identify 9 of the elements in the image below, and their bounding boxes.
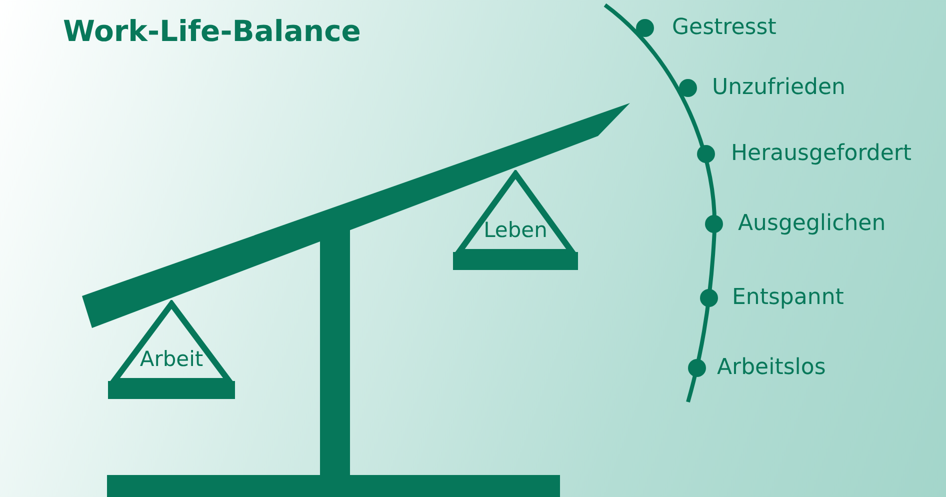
scale-label: Entspannt — [732, 285, 844, 311]
scale-label: Unzufrieden — [712, 75, 846, 101]
scale-label: Herausgefordert — [731, 141, 912, 167]
title: Work-Life-Balance — [63, 14, 361, 48]
pan-label: Arbeit — [138, 347, 204, 371]
scale-label: Gestresst — [672, 15, 776, 41]
pan-label: Leben — [482, 218, 548, 242]
scale-label: Arbeitslos — [717, 355, 826, 381]
scale-label: Ausgeglichen — [738, 211, 886, 237]
